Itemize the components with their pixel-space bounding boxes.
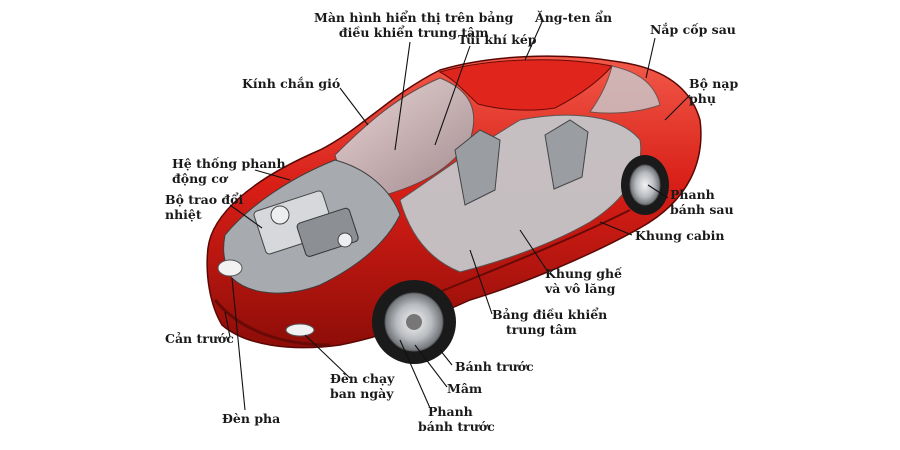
headlight-shape xyxy=(217,259,243,277)
leader-drl xyxy=(304,334,351,379)
engine-detail xyxy=(337,232,353,248)
label-trunk: Nắp cốp sau xyxy=(650,22,736,37)
leader-front-brake xyxy=(399,339,431,409)
leader-charger xyxy=(664,94,691,121)
car-illustration xyxy=(206,55,702,364)
leader-cabin-frame xyxy=(599,221,633,236)
leader-trunk xyxy=(645,37,656,79)
front-hub xyxy=(406,314,422,330)
leader-airbag xyxy=(434,45,471,146)
leader-lines xyxy=(224,21,691,411)
leader-motor-brake xyxy=(254,169,291,181)
seat-shape xyxy=(454,129,501,206)
headlight-shape xyxy=(285,323,315,337)
label-front-wheel: Bánh trước xyxy=(455,359,534,374)
label-front-bumper: Cản trước xyxy=(165,331,234,346)
leader-headlight xyxy=(231,277,246,411)
leader-windshield xyxy=(339,87,369,126)
rear-rim xyxy=(629,164,661,206)
seat-shape xyxy=(544,119,589,190)
rear-glass xyxy=(589,65,661,114)
leader-antenna xyxy=(524,21,543,61)
label-rim: Mâm xyxy=(447,381,483,396)
leader-front-wheel xyxy=(439,349,453,366)
leader-console xyxy=(469,249,493,315)
leader-seat-frame xyxy=(519,229,549,273)
label-windshield: Kính chắn gió xyxy=(242,76,341,91)
leader-display xyxy=(394,41,411,151)
label-cabin-frame: Khung cabin xyxy=(635,228,725,243)
label-headlight: Đèn pha xyxy=(222,411,281,426)
label-airbag: Túi khí kép xyxy=(458,32,537,47)
engine-detail xyxy=(270,205,290,225)
bumper-shape xyxy=(213,299,331,347)
leader-front-bumper xyxy=(224,311,231,338)
leader-rim xyxy=(414,344,448,388)
label-antenna: Ăng-ten ẩn xyxy=(535,10,613,25)
leader-heat-exchanger xyxy=(229,204,263,229)
leader-rear-brake xyxy=(647,184,669,199)
